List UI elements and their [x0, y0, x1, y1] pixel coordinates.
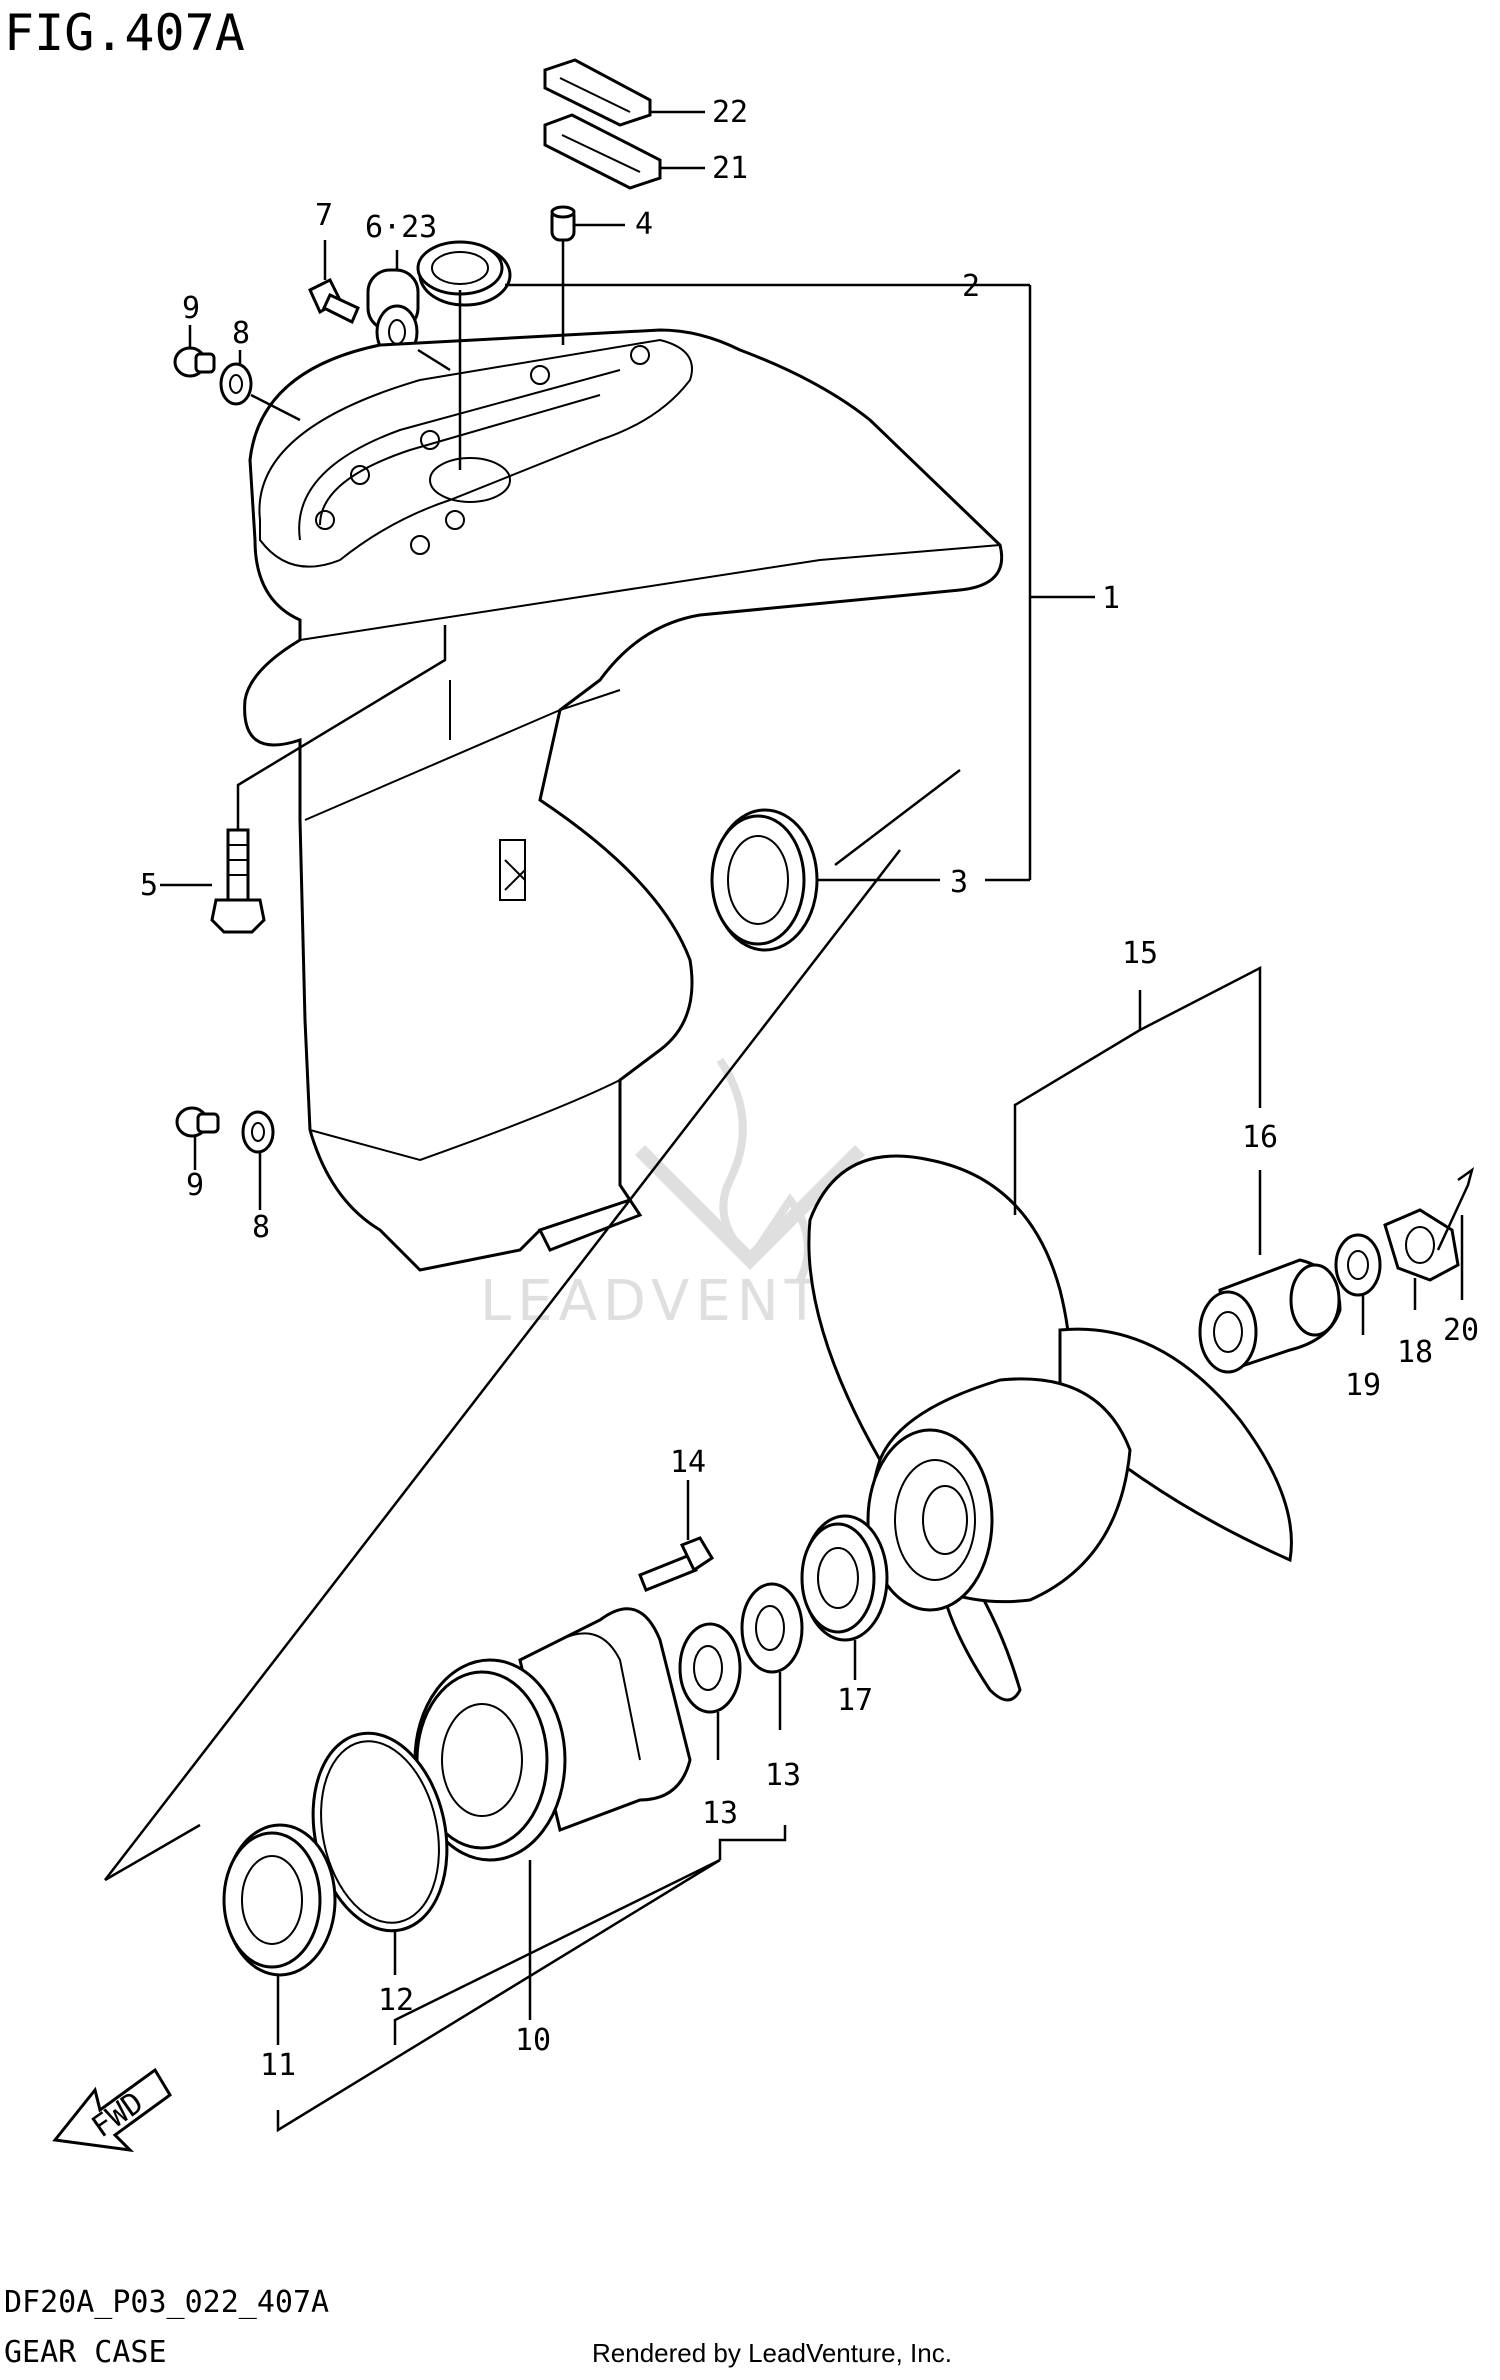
part-5-bolt [210, 828, 266, 934]
callout-2: 2 [962, 269, 980, 304]
callout-15: 15 [1122, 936, 1158, 971]
callout-6-23: 6·23 [365, 210, 437, 245]
callout-21: 21 [712, 151, 748, 186]
figure-title: FIG.407A [4, 4, 245, 62]
callout-10: 10 [515, 2023, 551, 2058]
part-6-bearing [416, 240, 512, 307]
part-11-bearing [222, 1823, 337, 1977]
part-4-pin [550, 205, 576, 242]
part-3-bearing [710, 808, 819, 952]
callout-17: 17 [837, 1683, 873, 1718]
part-15-propeller [807, 1154, 1293, 1702]
callout-14: 14 [670, 1445, 706, 1480]
leader-lines [160, 110, 1464, 2133]
fwd-arrow-icon: FWD [52, 2067, 172, 2153]
callout-3: 3 [950, 865, 968, 900]
callout-8-top: 8 [232, 316, 250, 351]
callout-20: 20 [1443, 1313, 1479, 1348]
part-21-shim [543, 113, 662, 190]
render-credit: Rendered by LeadVenture, Inc. [592, 2338, 952, 2368]
part-17-seal [800, 1514, 889, 1642]
callout-4: 4 [635, 207, 653, 242]
part-1-gear-case [243, 328, 1004, 1272]
callout-8-lower: 8 [252, 1210, 270, 1245]
callout-9-top: 9 [182, 291, 200, 326]
callout-13-b: 13 [765, 1758, 801, 1793]
part-10-housing [413, 1607, 692, 1862]
callout-13-a: 13 [702, 1796, 738, 1831]
callout-11: 11 [260, 2048, 296, 2083]
callout-12: 12 [378, 1983, 414, 2018]
callout-19: 19 [1345, 1368, 1381, 1403]
part-8-washer-top [219, 362, 253, 406]
callout-16: 16 [1242, 1120, 1278, 1155]
part-16-bushing [1198, 1258, 1342, 1374]
part-19-washer [1334, 1233, 1382, 1297]
callout-1: 1 [1102, 581, 1120, 616]
part-18-nut [1383, 1208, 1460, 1282]
part-9-plug-lower [175, 1106, 220, 1138]
callout-5: 5 [140, 868, 158, 903]
callout-7: 7 [315, 198, 333, 233]
part-22-shim [543, 58, 652, 127]
callout-9-lower: 9 [186, 1168, 204, 1203]
part-8-washer-lower [241, 1110, 275, 1154]
figure-name: GEAR CASE [4, 2335, 167, 2370]
part-7-bolt [308, 277, 360, 325]
part-13-seal-b [678, 1622, 742, 1714]
callout-labels: 22 21 4 2 7 6·23 9 8 1 3 5 9 8 15 16 20 … [140, 95, 1479, 2083]
assembly-axis [104, 769, 961, 1882]
callout-22: 22 [712, 95, 748, 130]
part-14-bolt [638, 1536, 715, 1592]
part-13-seal-a [740, 1582, 804, 1674]
part-9-plug-top [173, 346, 216, 378]
callout-18: 18 [1397, 1335, 1433, 1370]
figure-code: DF20A_P03_022_407A [4, 2285, 329, 2320]
part-20-cotter-pin [1436, 1166, 1475, 1251]
